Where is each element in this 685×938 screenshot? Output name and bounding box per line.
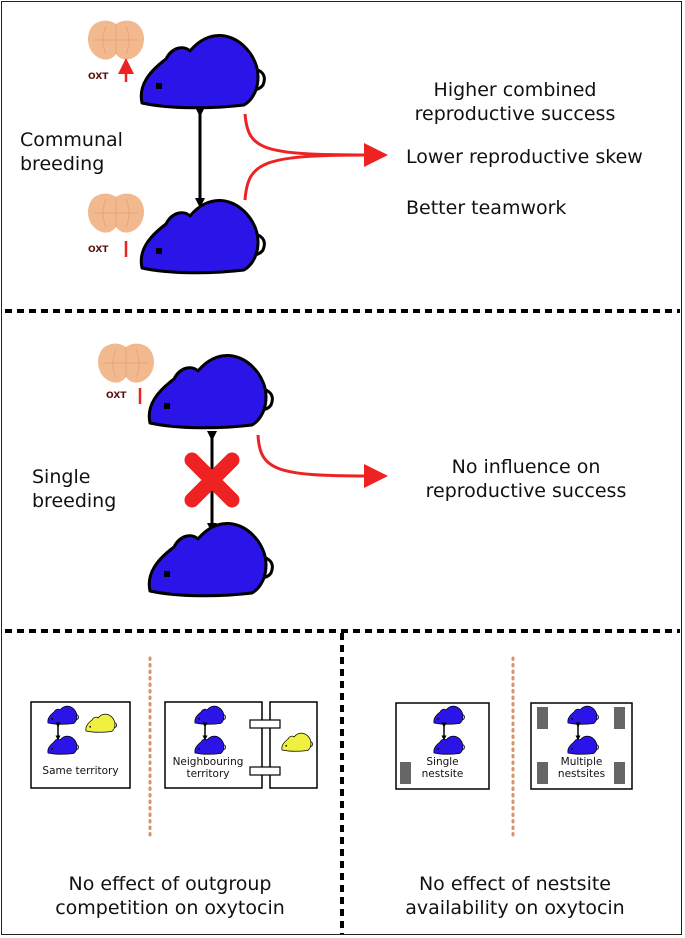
territory-box xyxy=(30,701,131,789)
brain-icon xyxy=(87,193,145,234)
blocked-cross-icon xyxy=(184,452,240,508)
label-line: Multiple xyxy=(560,756,603,768)
label-line: breeding xyxy=(20,153,105,175)
mouse-icon xyxy=(147,353,274,430)
outcome-reproductive-skew: Lower reproductive skew xyxy=(406,146,643,168)
single-nestsite-label: Single nestsite xyxy=(396,756,489,780)
nestsite-icon xyxy=(614,762,625,784)
outcome-arrow xyxy=(243,113,369,201)
oxt-label: OXT xyxy=(106,391,127,401)
outcome-no-influence: No influence on reproductive success xyxy=(406,455,646,503)
single-breeding-label: Single breeding xyxy=(32,465,116,513)
label-line: nestsites xyxy=(557,768,606,780)
brain-icon xyxy=(97,343,155,384)
caption-line: No effect of outgroup xyxy=(68,873,272,895)
neighbouring-territory-label: Neighbouring territory xyxy=(165,756,251,780)
communal-breeding-label: Communal breeding xyxy=(20,128,123,176)
caption-line: availability on oxytocin xyxy=(405,897,625,919)
oxt-label: OXT xyxy=(88,245,109,255)
caption-line: competition on oxytocin xyxy=(55,897,285,919)
label-line: Communal xyxy=(20,129,123,151)
label-line: Single xyxy=(426,756,459,768)
outcome-line: reproductive success xyxy=(425,480,627,502)
nestsite-availability-caption: No effect of nestsite availability on ox… xyxy=(350,872,680,920)
multiple-nestsites-label: Multiple nestsites xyxy=(531,756,632,780)
outgroup-competition-caption: No effect of outgroup competition on oxy… xyxy=(10,872,330,920)
outcome-combined-success: Higher combined reproductive success xyxy=(404,78,626,126)
same-territory-label: Same territory xyxy=(42,765,119,777)
nestsite-icon xyxy=(614,707,625,729)
mouse-icon xyxy=(139,33,266,110)
outcome-arrow-head xyxy=(364,143,388,167)
brain-icon xyxy=(87,20,145,61)
outcome-arrow xyxy=(256,434,369,478)
outcome-line: reproductive success xyxy=(414,103,616,125)
caption-line: No effect of nestsite xyxy=(418,873,612,895)
nestsite-icon xyxy=(537,707,548,729)
outcome-arrow-head xyxy=(364,464,388,488)
outcome-line: Higher combined xyxy=(433,79,597,101)
nestsite-icon xyxy=(537,762,548,784)
mouse-icon xyxy=(139,198,266,275)
label-line: Single xyxy=(32,466,91,488)
mouse-icon xyxy=(147,521,274,598)
label-line: Neighbouring xyxy=(172,756,244,768)
connecting-tube xyxy=(249,719,281,729)
oxt-label: OXT xyxy=(88,72,109,82)
connecting-tube xyxy=(249,766,281,776)
label-line: nestsite xyxy=(421,768,464,780)
outcome-teamwork: Better teamwork xyxy=(406,197,567,219)
label-line: breeding xyxy=(32,490,117,512)
outcome-line: No influence on xyxy=(451,456,601,478)
nestsite-icon xyxy=(400,762,411,784)
label-line: territory xyxy=(186,768,230,780)
